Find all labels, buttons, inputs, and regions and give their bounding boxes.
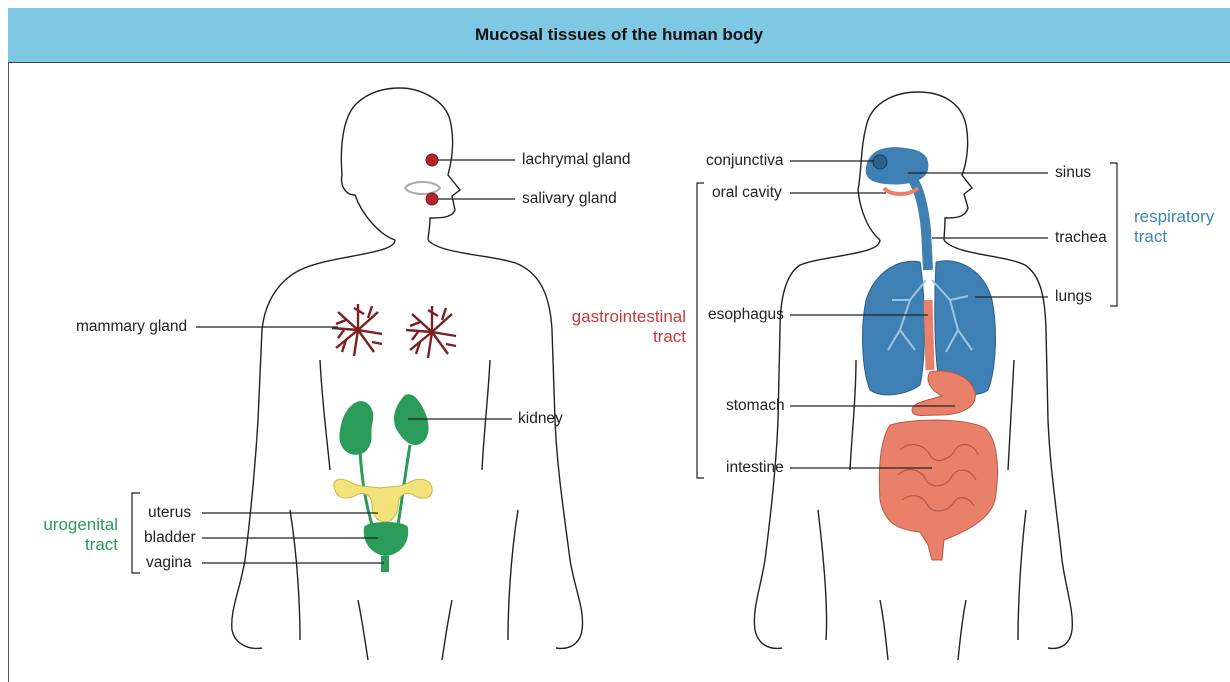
left-body-outline: [232, 88, 583, 660]
uterus-shape: [334, 479, 433, 522]
conjunctiva-dot: [873, 155, 887, 169]
label-trachea: trachea: [1055, 229, 1107, 247]
label-bladder: bladder: [144, 529, 196, 547]
label-sinus: sinus: [1055, 164, 1091, 182]
label-lachrymal-gland: lachrymal gland: [522, 151, 631, 169]
left-lung-shape: [863, 261, 925, 395]
gi-line1: gastrointestinal: [556, 307, 686, 327]
urogenital-tract-label: urogenital tract: [36, 515, 118, 555]
label-salivary-gland: salivary gland: [522, 190, 617, 208]
respiratory-bracket: [1110, 163, 1117, 306]
resp-line2: tract: [1134, 227, 1226, 247]
urogenital-line1: urogenital: [36, 515, 118, 535]
salivary-gland-dot: [426, 193, 438, 205]
label-lungs: lungs: [1055, 288, 1092, 306]
gi-line2: tract: [556, 327, 686, 347]
label-kidney: kidney: [518, 410, 563, 428]
label-stomach: stomach: [726, 397, 785, 415]
resp-line1: respiratory: [1134, 207, 1226, 227]
left-leader-lines: [196, 160, 515, 563]
bladder-shape: [364, 522, 408, 556]
label-mammary-gland: mammary gland: [76, 318, 187, 336]
respiratory-tract-label: respiratory tract: [1134, 207, 1226, 247]
right-kidney-shape: [394, 394, 429, 445]
intestine-shape: [879, 420, 997, 560]
vagina-shape: [381, 556, 389, 572]
mouth-shape: [405, 182, 440, 194]
mammary-gland-shapes: [332, 304, 456, 358]
esophagus-shape: [928, 300, 930, 370]
label-vagina: vagina: [146, 554, 192, 572]
label-oral-cavity: oral cavity: [712, 184, 782, 202]
lachrymal-gland-dot: [426, 154, 438, 166]
label-esophagus: esophagus: [708, 306, 784, 324]
label-uterus: uterus: [148, 504, 191, 522]
label-conjunctiva: conjunctiva: [706, 152, 784, 170]
gastrointestinal-tract-label: gastrointestinal tract: [556, 307, 686, 347]
gi-bracket: [697, 183, 704, 478]
urogenital-bracket: [132, 493, 140, 573]
urogenital-line2: tract: [36, 535, 118, 555]
left-kidney-shape: [339, 401, 373, 455]
label-intestine: intestine: [726, 459, 784, 477]
